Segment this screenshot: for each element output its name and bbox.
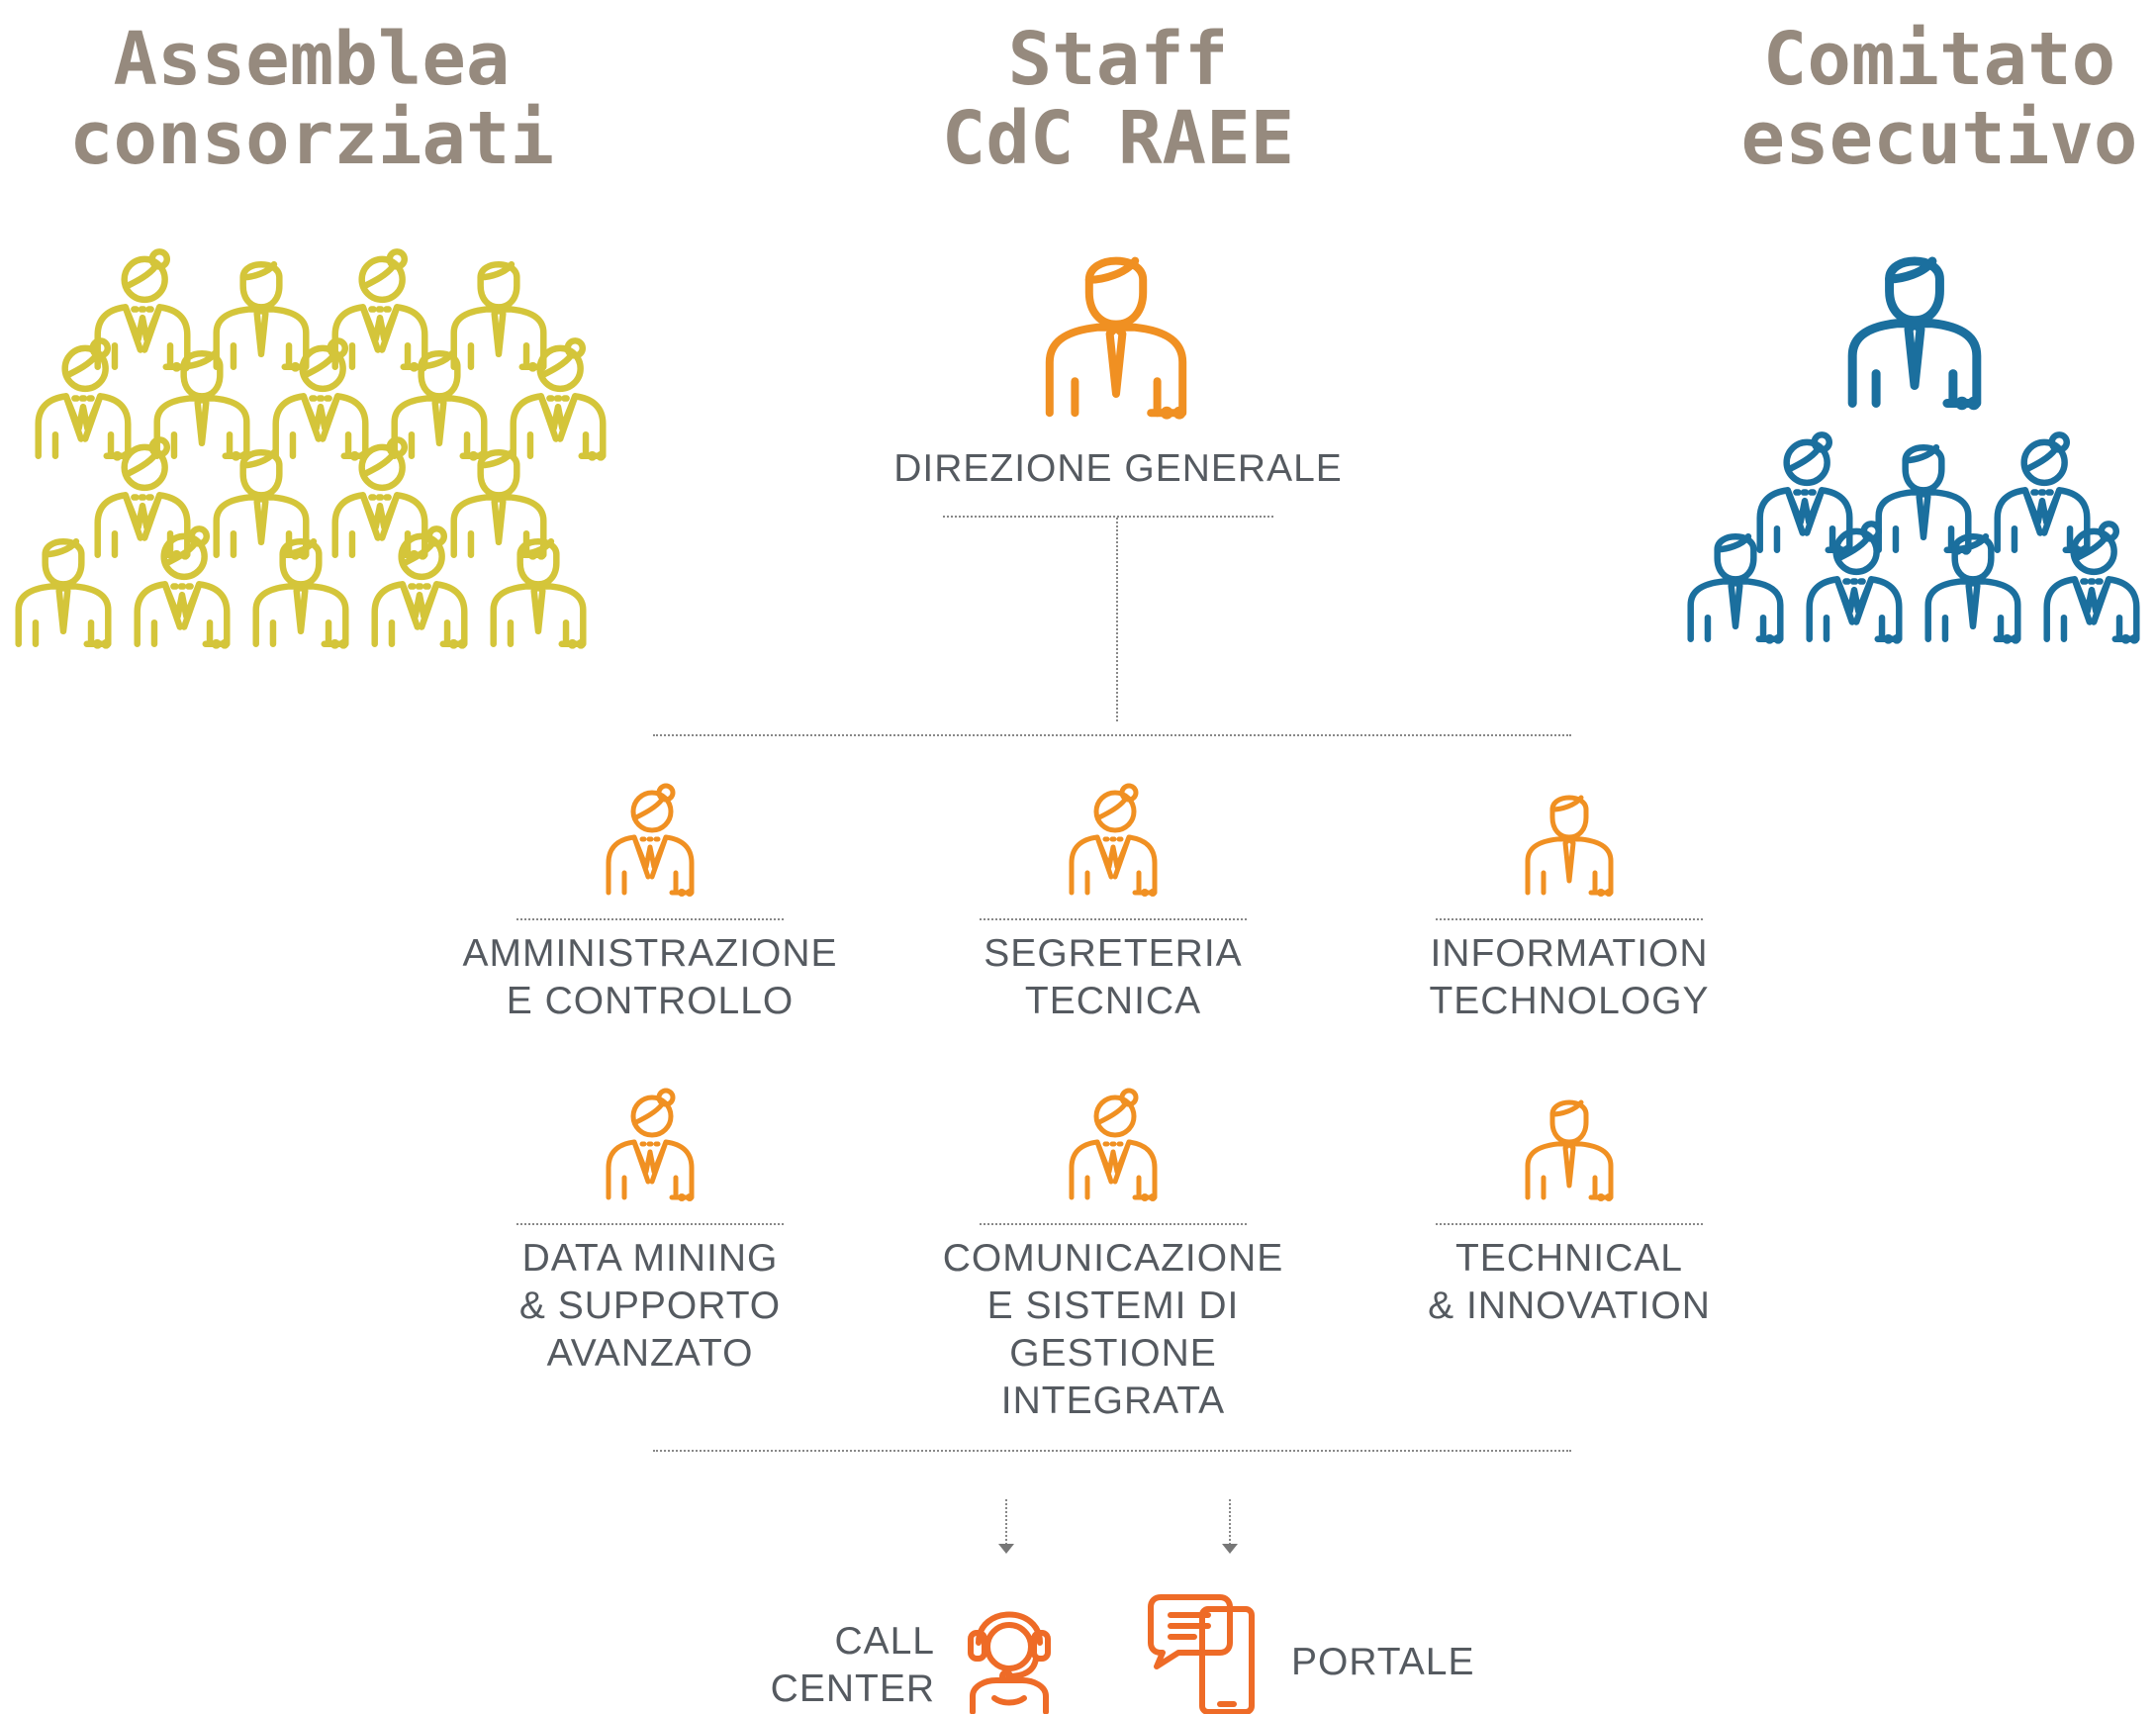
department-label: COMUNICAZIONE E SISTEMI DI GESTIONE INTE…	[942, 1237, 1284, 1422]
department-label: TECHNICAL & INNOVATION	[1428, 1237, 1711, 1327]
department-underline	[1436, 918, 1703, 920]
heading-staff: Staff CdC RAEE	[941, 17, 1295, 181]
chat-phone-icon	[1148, 1594, 1255, 1714]
woman-icon	[1069, 783, 1158, 897]
department-item: AMMINISTRAZIONE E CONTROLLO	[432, 782, 868, 1079]
arrow-call-center	[1005, 1499, 1007, 1549]
woman-icon	[1756, 431, 1853, 555]
woman-icon	[2043, 521, 2140, 644]
man-icon	[1520, 782, 1619, 897]
man-icon	[15, 538, 112, 649]
woman-icon	[1806, 521, 1903, 644]
department-underline	[516, 918, 784, 920]
woman-icon	[601, 782, 700, 897]
bottom-line	[653, 1450, 1571, 1452]
department-underline	[516, 1223, 784, 1225]
arrow-portale	[1229, 1499, 1231, 1549]
comitato-group-icon	[1662, 218, 2156, 683]
woman-icon	[1069, 1088, 1158, 1201]
director-label: DIREZIONE GENERALE	[893, 447, 1343, 490]
department-item: SEGRETERIA TECNICA	[895, 782, 1331, 1079]
department-underline	[980, 1223, 1247, 1225]
department-item: DATA MINING & SUPPORTO AVANZATO	[432, 1087, 868, 1383]
man-icon	[490, 538, 587, 649]
man-icon	[1924, 533, 2021, 644]
woman-icon	[510, 337, 607, 461]
woman-icon	[134, 525, 231, 649]
man-icon	[391, 350, 488, 461]
woman-icon	[331, 248, 428, 372]
man-icon	[213, 261, 310, 372]
man-icon	[1520, 1087, 1619, 1201]
man-icon	[1847, 256, 1982, 411]
department-label: AMMINISTRAZIONE E CONTROLLO	[462, 932, 838, 1022]
department-underline	[980, 918, 1247, 920]
director-underline	[943, 516, 1273, 518]
man-icon	[1525, 795, 1614, 897]
department-item: INFORMATION TECHNOLOGY	[1352, 782, 1787, 1079]
heading-assemblea: Assemblea consorziati	[68, 17, 555, 181]
portale-label: PORTALE	[1291, 1641, 1475, 1683]
man-icon	[1687, 533, 1784, 644]
call-center-label: CALL CENTER	[770, 1620, 935, 1710]
woman-icon	[1064, 1087, 1163, 1201]
man-icon	[450, 449, 547, 560]
branch-line	[653, 734, 1571, 736]
woman-icon	[35, 337, 132, 461]
connector-vertical	[1116, 518, 1118, 721]
department-label: INFORMATION TECHNOLOGY	[1429, 932, 1710, 1022]
woman-icon	[1064, 782, 1163, 897]
woman-icon	[601, 1087, 700, 1201]
heading-comitato: Comitato esecutivo	[1740, 17, 2138, 181]
assemblea-crowd-icon	[0, 228, 633, 683]
arrowhead-portale	[1222, 1544, 1238, 1554]
department-item: TECHNICAL & INNOVATION	[1352, 1087, 1787, 1383]
department-item: COMUNICAZIONE E SISTEMI DI GESTIONE INTE…	[895, 1087, 1331, 1422]
director-icon	[1019, 228, 1217, 426]
arrowhead-call-center	[998, 1544, 1014, 1554]
man-icon	[153, 350, 250, 461]
woman-icon	[606, 783, 695, 897]
man-icon	[1525, 1099, 1614, 1201]
man-icon	[1045, 256, 1187, 420]
headset-icon	[968, 1611, 1051, 1714]
department-underline	[1436, 1223, 1703, 1225]
department-label: DATA MINING & SUPPORTO AVANZATO	[518, 1237, 782, 1375]
man-icon	[252, 538, 349, 649]
woman-icon	[371, 525, 468, 649]
woman-icon	[606, 1088, 695, 1201]
department-label: SEGRETERIA TECNICA	[984, 932, 1243, 1022]
